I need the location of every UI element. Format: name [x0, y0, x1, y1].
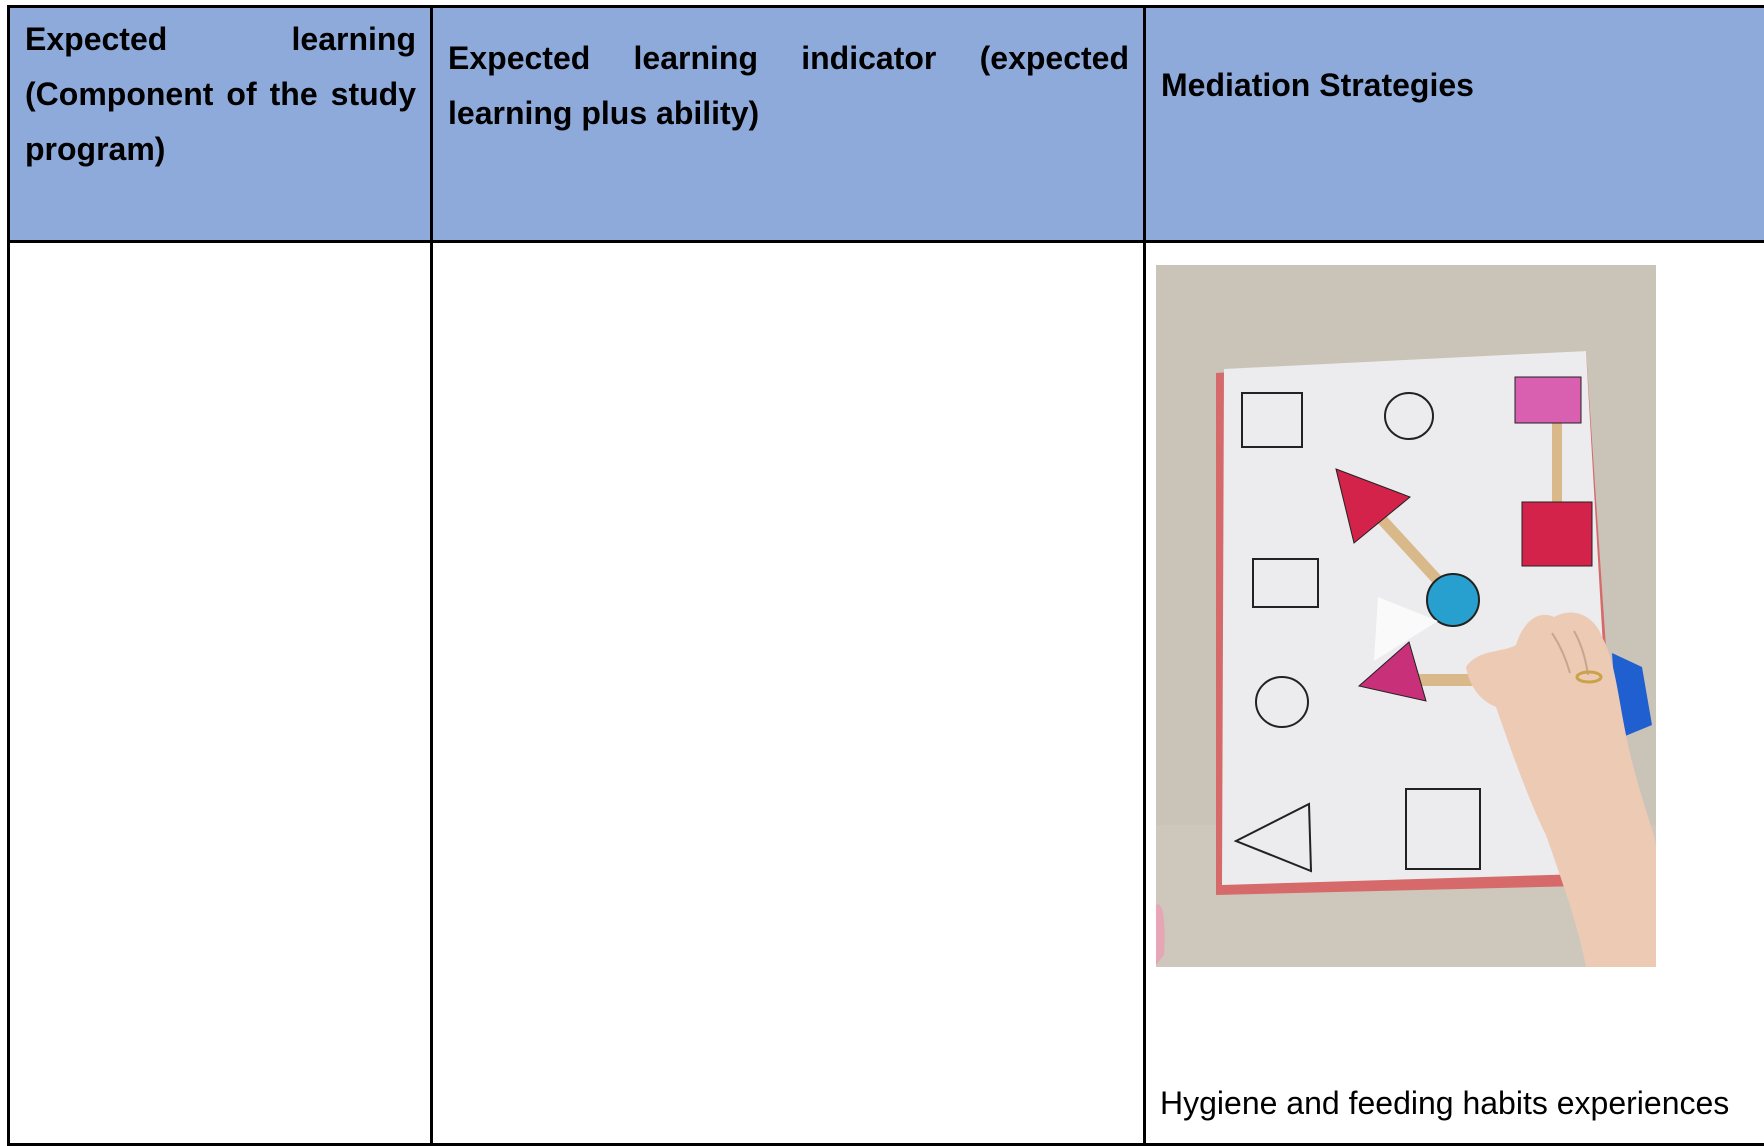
mediation-caption: Hygiene and feeding habits experiences [1160, 1085, 1764, 1122]
cell-mediation-strategies: Hygiene and feeding habits experiences [1145, 242, 1764, 1145]
header-mediation-strategies-text: Mediation Strategies [1146, 8, 1764, 113]
cell-learning-indicator [432, 242, 1145, 1145]
header-expected-learning-text: Expected learning (Component of the stud… [10, 8, 430, 177]
cell-expected-learning [9, 242, 432, 1145]
header-row: Expected learning (Component of the stud… [9, 7, 1764, 242]
header-mediation-strategies: Mediation Strategies [1145, 7, 1764, 242]
header-expected-learning: Expected learning (Component of the stud… [9, 7, 432, 242]
shape-matching-board-photo [1156, 265, 1656, 967]
header-learning-indicator: Expected learning indicator (expected le… [432, 7, 1145, 242]
learning-table: Expected learning (Component of the stud… [7, 5, 1764, 1146]
table-row: Hygiene and feeding habits experiences [9, 242, 1764, 1145]
header-learning-indicator-text: Expected learning indicator (expected le… [433, 8, 1143, 141]
